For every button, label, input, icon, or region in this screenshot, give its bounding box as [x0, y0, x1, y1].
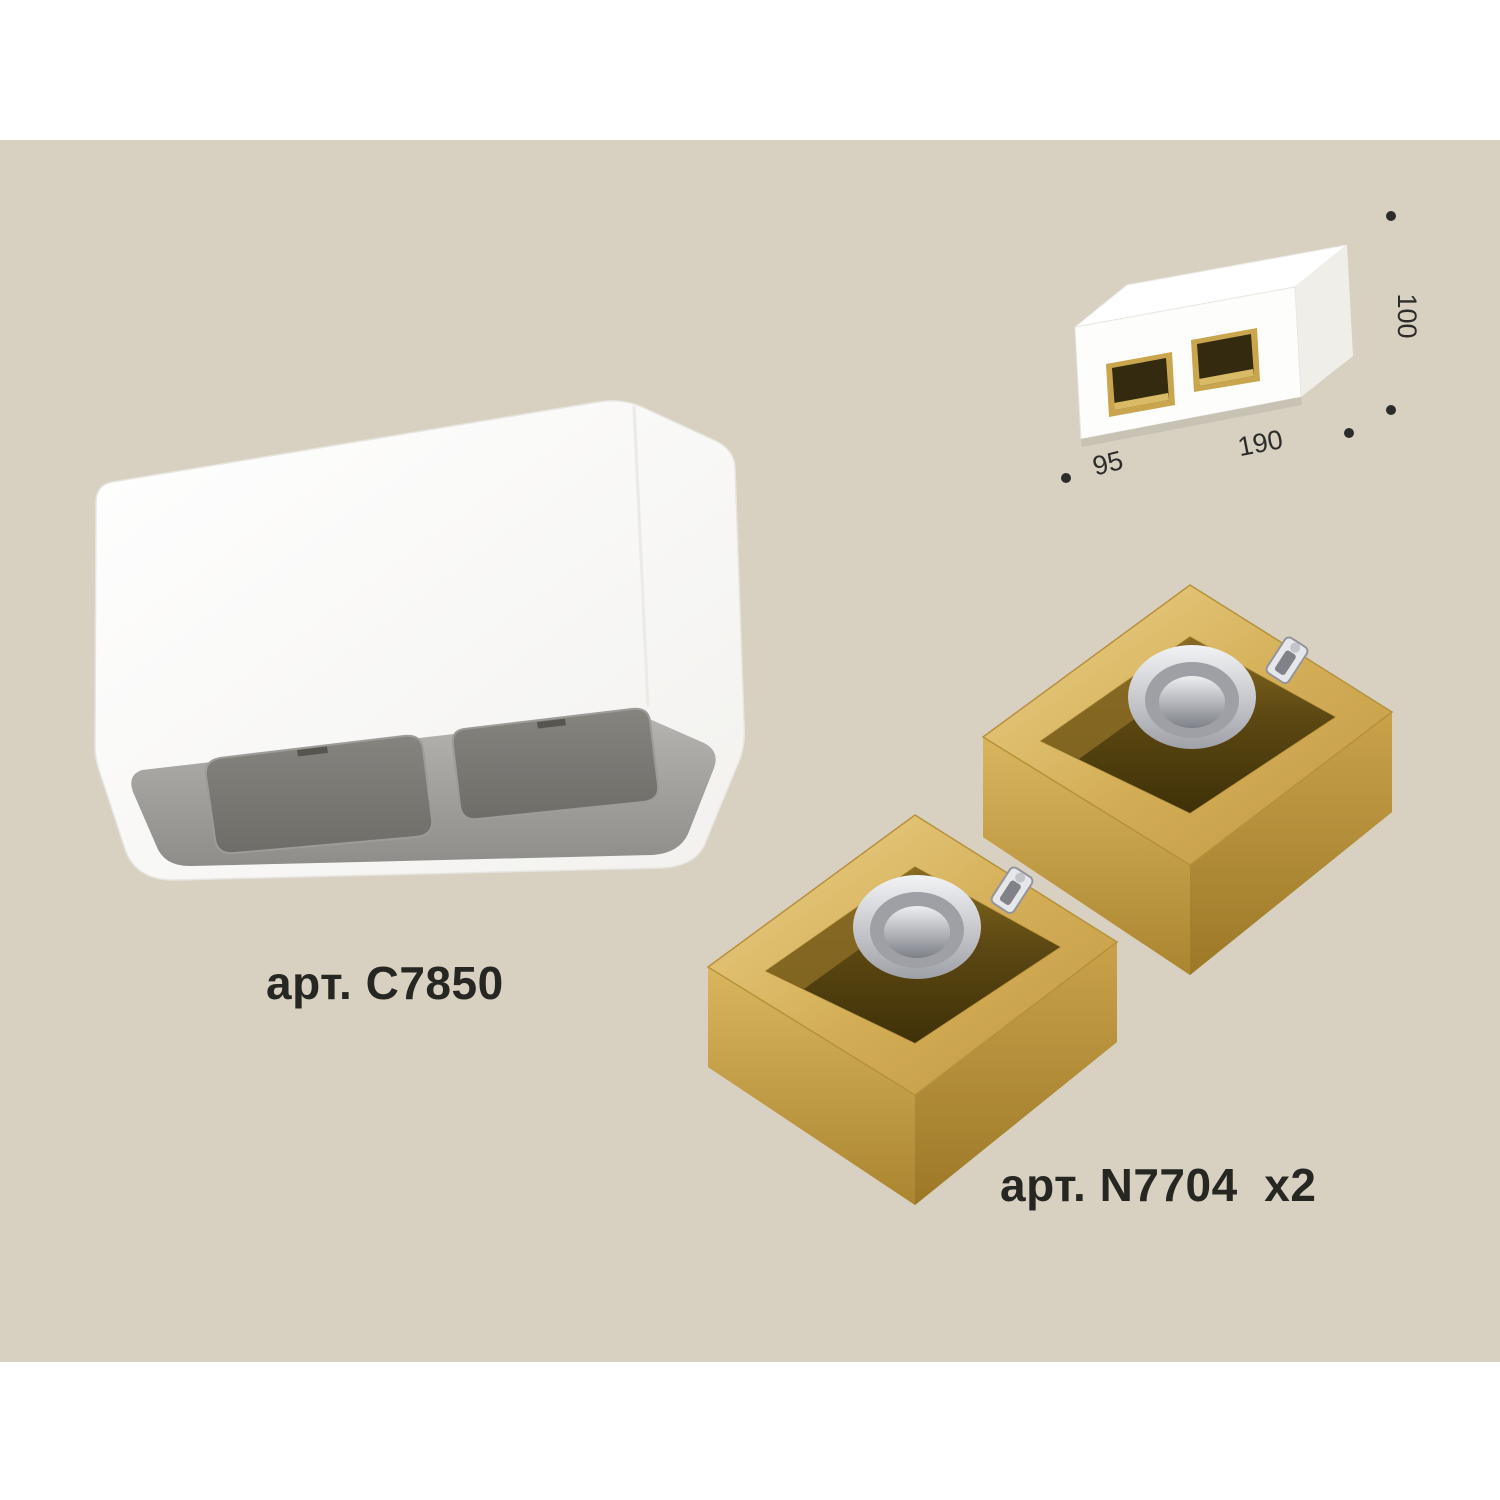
dimension-diagram: 100 95 190 — [1061, 211, 1422, 483]
dim-dot-width-end — [1344, 428, 1354, 438]
diagram-gold-insert-right-glow — [1199, 369, 1254, 386]
housing-article-label: арт. C7850 — [266, 957, 504, 1009]
dimension-depth-label: 95 — [1090, 445, 1126, 481]
reflector-article-label: арт. N7704 x2 — [1000, 1159, 1317, 1211]
recess-slot-right — [537, 718, 566, 729]
diagram-gold-insert-left-glow — [1114, 393, 1169, 410]
housing-recess-right — [451, 707, 660, 821]
housing-recess-left — [204, 734, 434, 855]
dim-dot-depth-end — [1061, 473, 1071, 483]
recess-slot-left — [297, 746, 328, 757]
diagram-box-bottom-shadow — [1081, 397, 1302, 447]
dimension-height-label: 100 — [1392, 293, 1422, 338]
housing-render — [94, 400, 746, 881]
housing-edge-crease — [632, 405, 650, 707]
dim-dot-height-top — [1386, 211, 1396, 221]
diagram-box-side-face — [1295, 245, 1353, 397]
dim-dot-height-bottom — [1386, 405, 1396, 415]
